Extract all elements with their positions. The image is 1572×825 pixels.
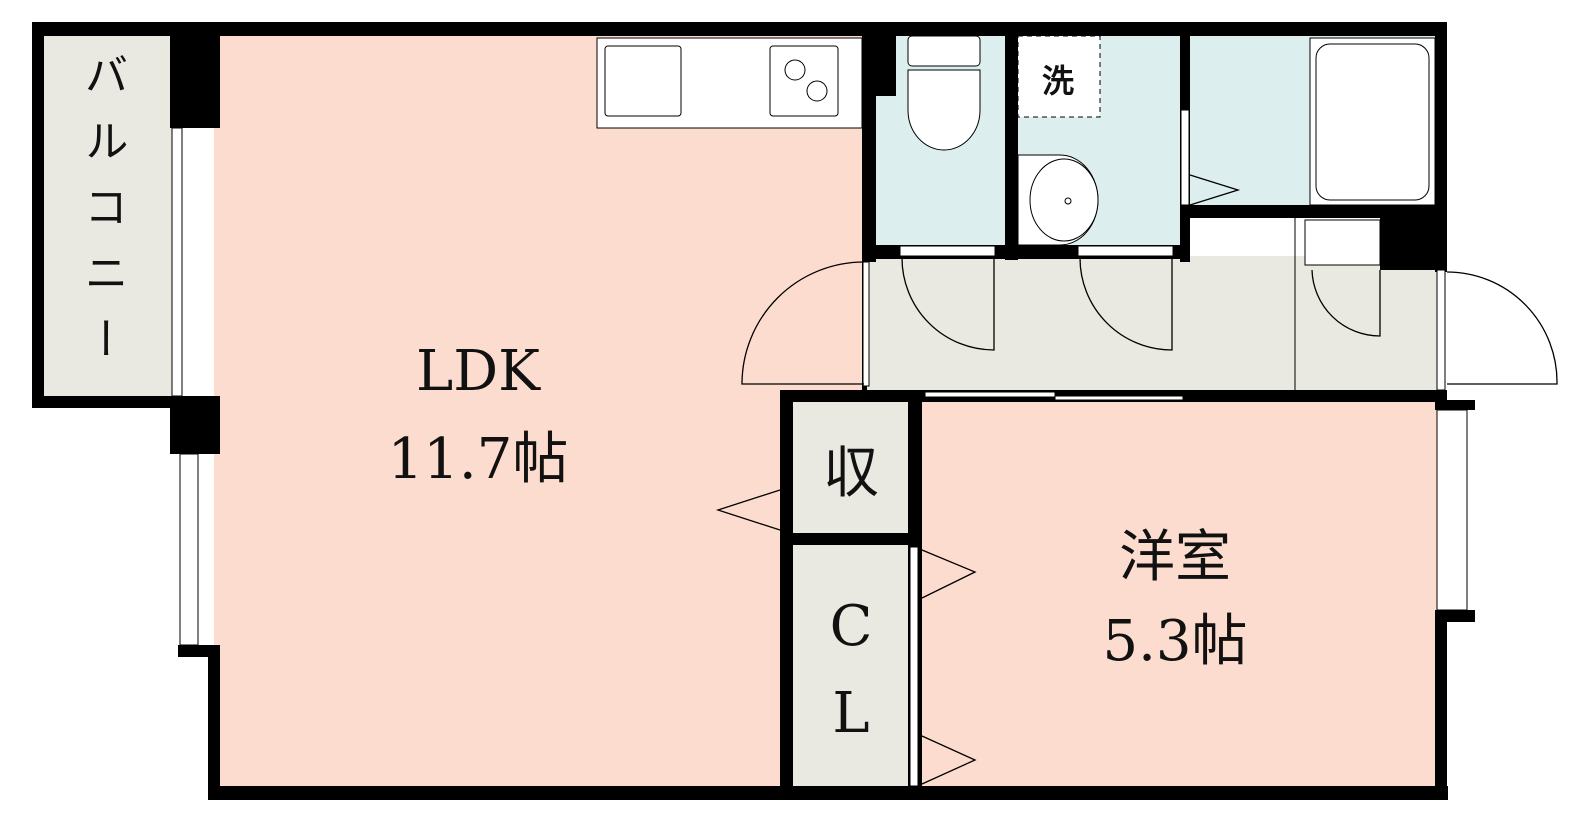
- balcony-label: バルコニー: [77, 52, 128, 382]
- shoe-cabinet: [1304, 219, 1381, 266]
- hallway-floor: [866, 256, 1440, 392]
- storage-floor: [790, 400, 914, 540]
- stove: [769, 45, 839, 117]
- western-room-size: 5.3帖: [1102, 609, 1247, 674]
- ldk-window: [179, 453, 199, 646]
- western-room-floor: [920, 400, 1440, 790]
- ldk-size: 11.7帖: [388, 427, 569, 492]
- toilet-door-opening: [899, 245, 996, 257]
- door-swings: [715, 174, 1558, 785]
- burner-icon: [806, 80, 828, 102]
- bath-door: [1180, 109, 1190, 206]
- storage-label: 収: [823, 441, 879, 506]
- closet-floor: [790, 544, 914, 790]
- western-window: [1436, 409, 1468, 611]
- toilet-icon: [907, 35, 981, 151]
- washer-label: 洗: [1042, 62, 1074, 100]
- balcony-floor: [40, 34, 172, 400]
- ldk-door-opening: [862, 261, 870, 387]
- ldk-floor: [214, 34, 864, 794]
- kitchen-sink: [604, 45, 682, 117]
- washroom-door-opening: [1077, 245, 1174, 257]
- closet-door-strip: [909, 546, 919, 787]
- balcony-window: [171, 127, 183, 397]
- western-room-label: 洋室: [1119, 525, 1231, 590]
- entrance-door-opening: [1436, 269, 1446, 391]
- wash-basin-icon: [1017, 154, 1099, 246]
- ldk-label: LDK: [416, 339, 541, 404]
- burner-icon: [784, 59, 806, 81]
- bathtub-icon: [1315, 43, 1430, 201]
- closet-label-l: L: [832, 681, 869, 746]
- closet-label-c: C: [830, 594, 873, 659]
- sliding-door-2: [1054, 395, 1184, 401]
- sliding-door: [924, 391, 1056, 398]
- washer-space: [1017, 35, 1101, 118]
